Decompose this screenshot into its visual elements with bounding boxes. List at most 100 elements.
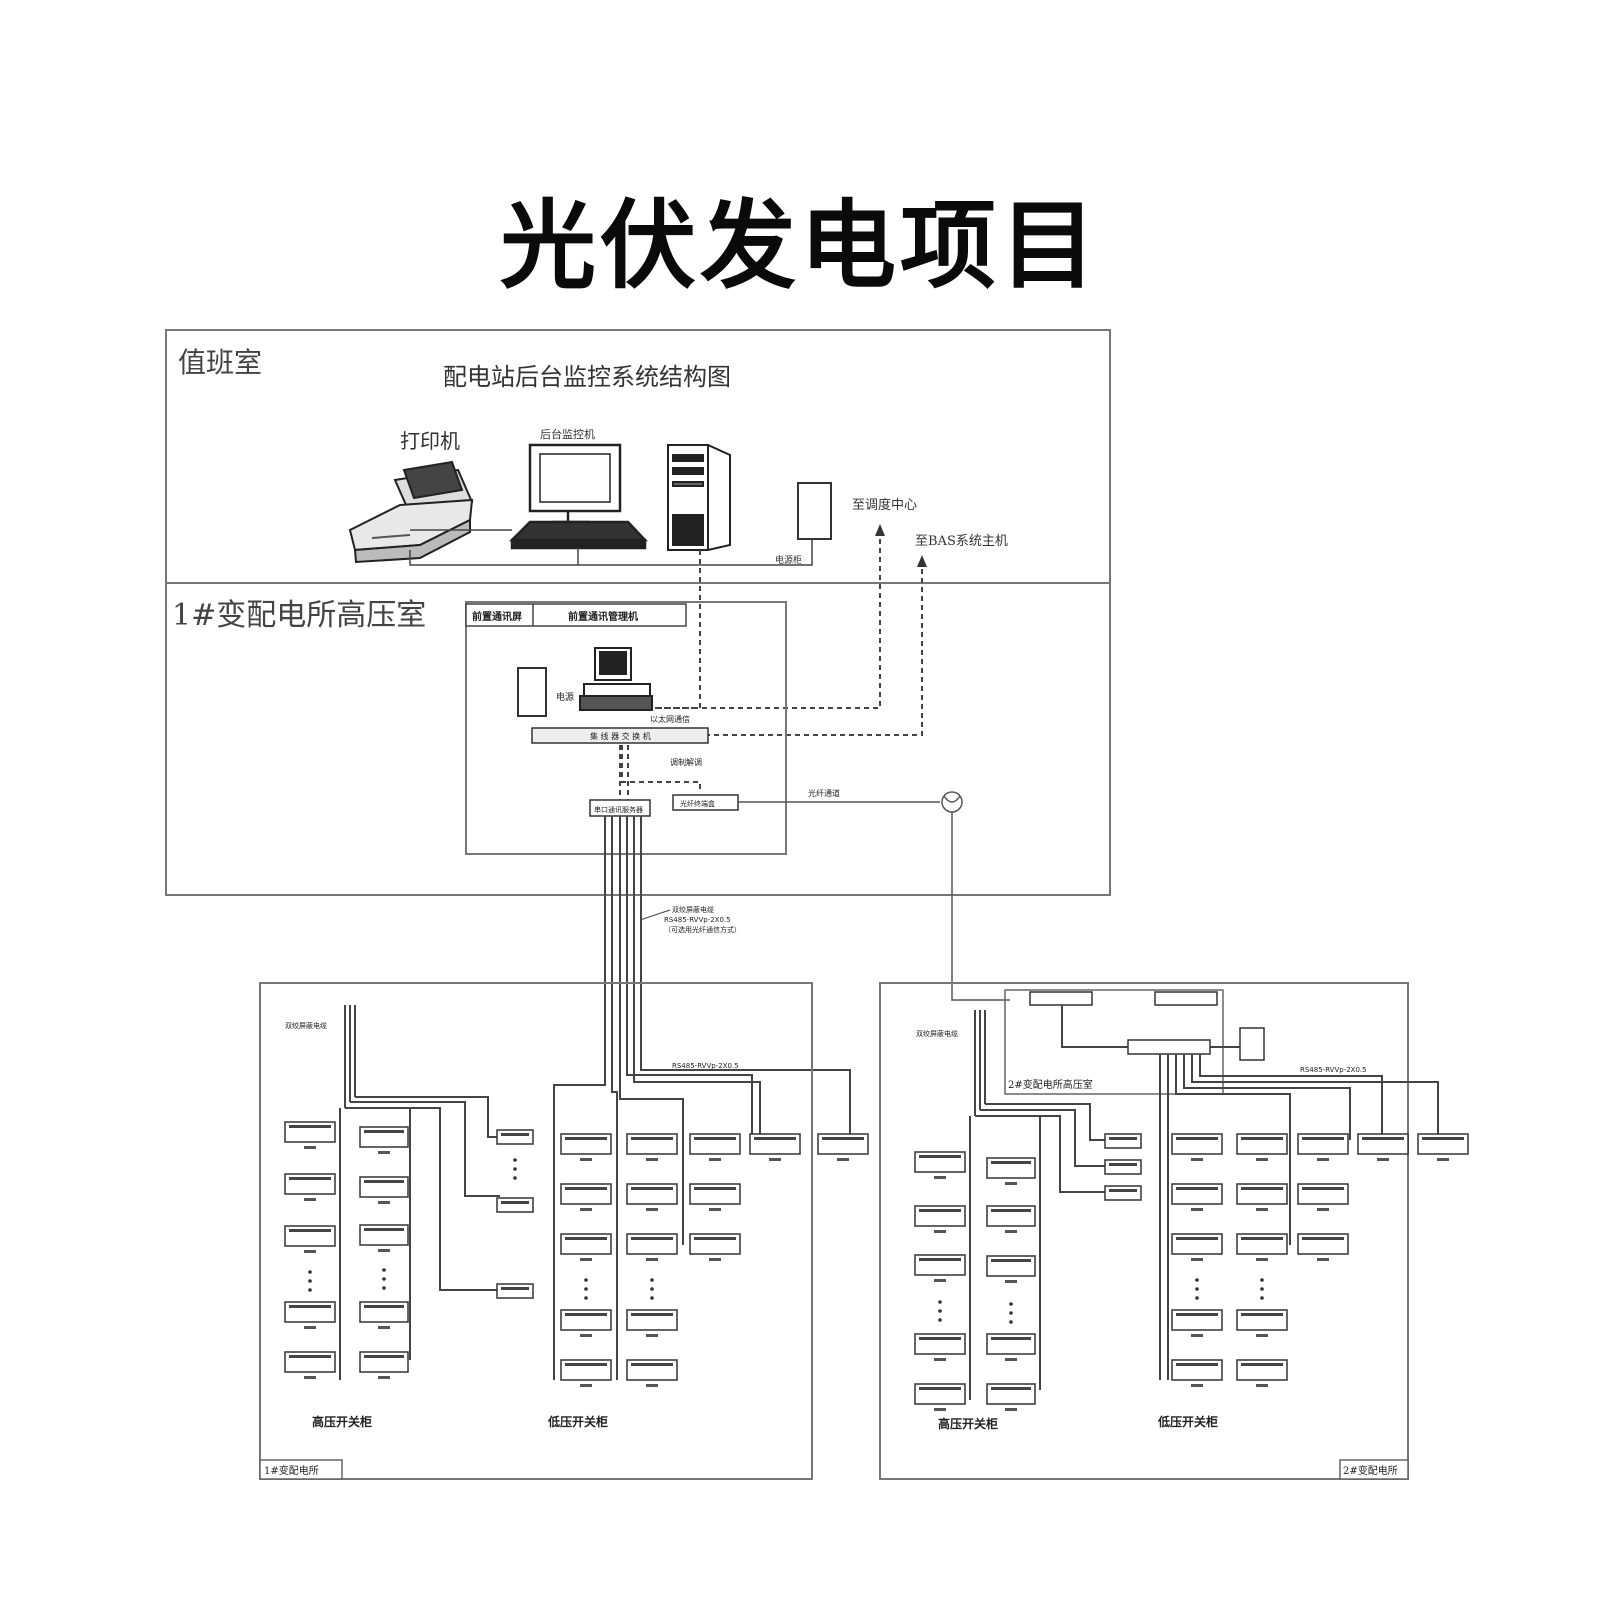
sub2-bus-note: RS485-RVVp-2X0.5 — [1300, 1066, 1367, 1074]
ellipsis-dot — [513, 1167, 517, 1171]
comm-cabinet-header — [465, 603, 687, 627]
device-box-caption — [1191, 1158, 1203, 1161]
device-box-label-bar — [364, 1180, 404, 1183]
cable-note-1: 双绞屏蔽电缆 — [672, 905, 714, 914]
device-box-caption — [646, 1158, 658, 1161]
ellipsis-dot — [938, 1309, 942, 1313]
ellipsis-dot — [308, 1288, 312, 1292]
device-box-label-bar — [565, 1137, 607, 1140]
ellipsis-dot — [1195, 1278, 1199, 1282]
arrowheads — [875, 524, 927, 567]
lv-meter-columns-2 — [1104, 1133, 1469, 1387]
device-box-label-bar — [1176, 1363, 1218, 1366]
page-title: 光伏发电项目 — [500, 190, 1100, 302]
substation-1-label: 1#变配电所 — [264, 1464, 319, 1477]
sub1-cable-note: 双绞屏蔽电缆 — [285, 1021, 327, 1030]
hv-room-1-label: 1#变配电所高压室 — [172, 598, 426, 633]
device-box-caption — [580, 1158, 592, 1161]
hub-switch-label: 集 线 器 交 换 机 — [590, 731, 651, 741]
device-box-caption — [709, 1208, 721, 1211]
printer-icon — [348, 460, 474, 564]
device-box-caption — [1191, 1208, 1203, 1211]
cabinet-ups-icon — [517, 667, 547, 717]
device-box-label-bar — [991, 1209, 1031, 1212]
device-box-label-bar — [991, 1337, 1031, 1340]
device-box-label-bar — [1241, 1137, 1283, 1140]
device-box-label-bar — [1109, 1189, 1137, 1192]
device-box-caption — [934, 1176, 946, 1179]
device-box-label-bar — [991, 1161, 1031, 1164]
serial-server-label: 串口通讯服务器 — [594, 805, 643, 814]
hv-relay-column-b-2 — [986, 1157, 1036, 1411]
comm-manager-label: 前置通讯管理机 — [568, 610, 638, 623]
device-box-caption — [837, 1158, 849, 1161]
ellipsis-dot — [308, 1270, 312, 1274]
device-box-label-bar — [565, 1187, 607, 1190]
device-box-caption — [378, 1151, 390, 1154]
substation-2-label: 2#变配电所 — [1343, 1464, 1398, 1477]
lv-meter-columns — [496, 1129, 869, 1387]
device-box-label-bar — [631, 1237, 673, 1240]
rs485-trunk — [553, 816, 851, 1380]
device-box-label-bar — [754, 1137, 796, 1140]
device-box-caption — [580, 1208, 592, 1211]
substation-2-wiring — [969, 1005, 1439, 1400]
dispatch-center-label: 至调度中心 — [852, 497, 917, 513]
device-box-label-bar — [1302, 1237, 1344, 1240]
cable-note: 双绞屏蔽电缆 RS485-RVVp-2X0.5 （可选用光纤通信方式） — [639, 905, 741, 934]
printer-label: 打印机 — [400, 429, 460, 453]
device-box-caption — [378, 1201, 390, 1204]
device-box-label-bar — [501, 1287, 529, 1290]
device-box-label-bar — [919, 1155, 961, 1158]
device-box-caption — [378, 1326, 390, 1329]
device-box-label-bar — [1362, 1137, 1404, 1140]
device-box-caption — [646, 1334, 658, 1337]
device-box-caption — [1317, 1208, 1329, 1211]
device-box-caption — [378, 1249, 390, 1252]
device-box-label-bar — [1241, 1363, 1283, 1366]
device-box-label-bar — [565, 1363, 607, 1366]
ups-2-icon — [1239, 1027, 1265, 1061]
device-box-label-bar — [631, 1187, 673, 1190]
ellipsis-dot — [1009, 1320, 1013, 1324]
power-label: 电源 — [556, 691, 574, 703]
ellipsis-dot — [1260, 1278, 1264, 1282]
device-box — [1104, 1159, 1142, 1175]
fiber-box-2-icon — [1029, 991, 1093, 1006]
device-box-caption — [304, 1198, 316, 1201]
monitor-pc-label: 后台监控机 — [540, 427, 595, 441]
ellipsis-dot — [1260, 1296, 1264, 1300]
device-box-caption — [934, 1279, 946, 1282]
device-box-label-bar — [919, 1258, 961, 1261]
ellipsis-dot — [1009, 1302, 1013, 1306]
device-box-label-bar — [822, 1137, 864, 1140]
network-label: 以太网通信 — [650, 714, 690, 724]
device-box-label-bar — [919, 1209, 961, 1212]
device-box-label-bar — [289, 1305, 331, 1308]
hv-room-2-frame — [1004, 989, 1224, 1095]
device-box-label-bar — [1176, 1313, 1218, 1316]
device-box-caption — [1256, 1208, 1268, 1211]
substation-1-tag — [259, 1459, 343, 1480]
comm-pc-icon — [579, 647, 653, 711]
device-box-caption — [1437, 1158, 1449, 1161]
server-tower-icon — [667, 444, 731, 551]
device-box-label-bar — [364, 1130, 404, 1133]
ups-icon — [797, 482, 832, 540]
device-box-label-bar — [631, 1313, 673, 1316]
device-box — [496, 1129, 534, 1145]
device-box-label-bar — [1109, 1137, 1137, 1140]
monitor-icon — [508, 443, 648, 550]
ellipsis-dot — [382, 1277, 386, 1281]
device-box-caption — [1256, 1334, 1268, 1337]
fiber-link — [738, 791, 1010, 1001]
ellipsis-dot — [650, 1296, 654, 1300]
fiber-link-label: 光纤通道 — [808, 788, 840, 798]
hv-relay-column-a-2 — [914, 1151, 966, 1411]
sub1-bus-note: RS485-RVVp-2X0.5 — [672, 1062, 739, 1070]
comm-cabinet-label: 前置通讯屏 — [472, 610, 522, 623]
device-box-caption — [1005, 1408, 1017, 1411]
cable-note-2: RS485-RVVp-2X0.5 — [664, 916, 731, 924]
ellipsis-dot — [650, 1278, 654, 1282]
